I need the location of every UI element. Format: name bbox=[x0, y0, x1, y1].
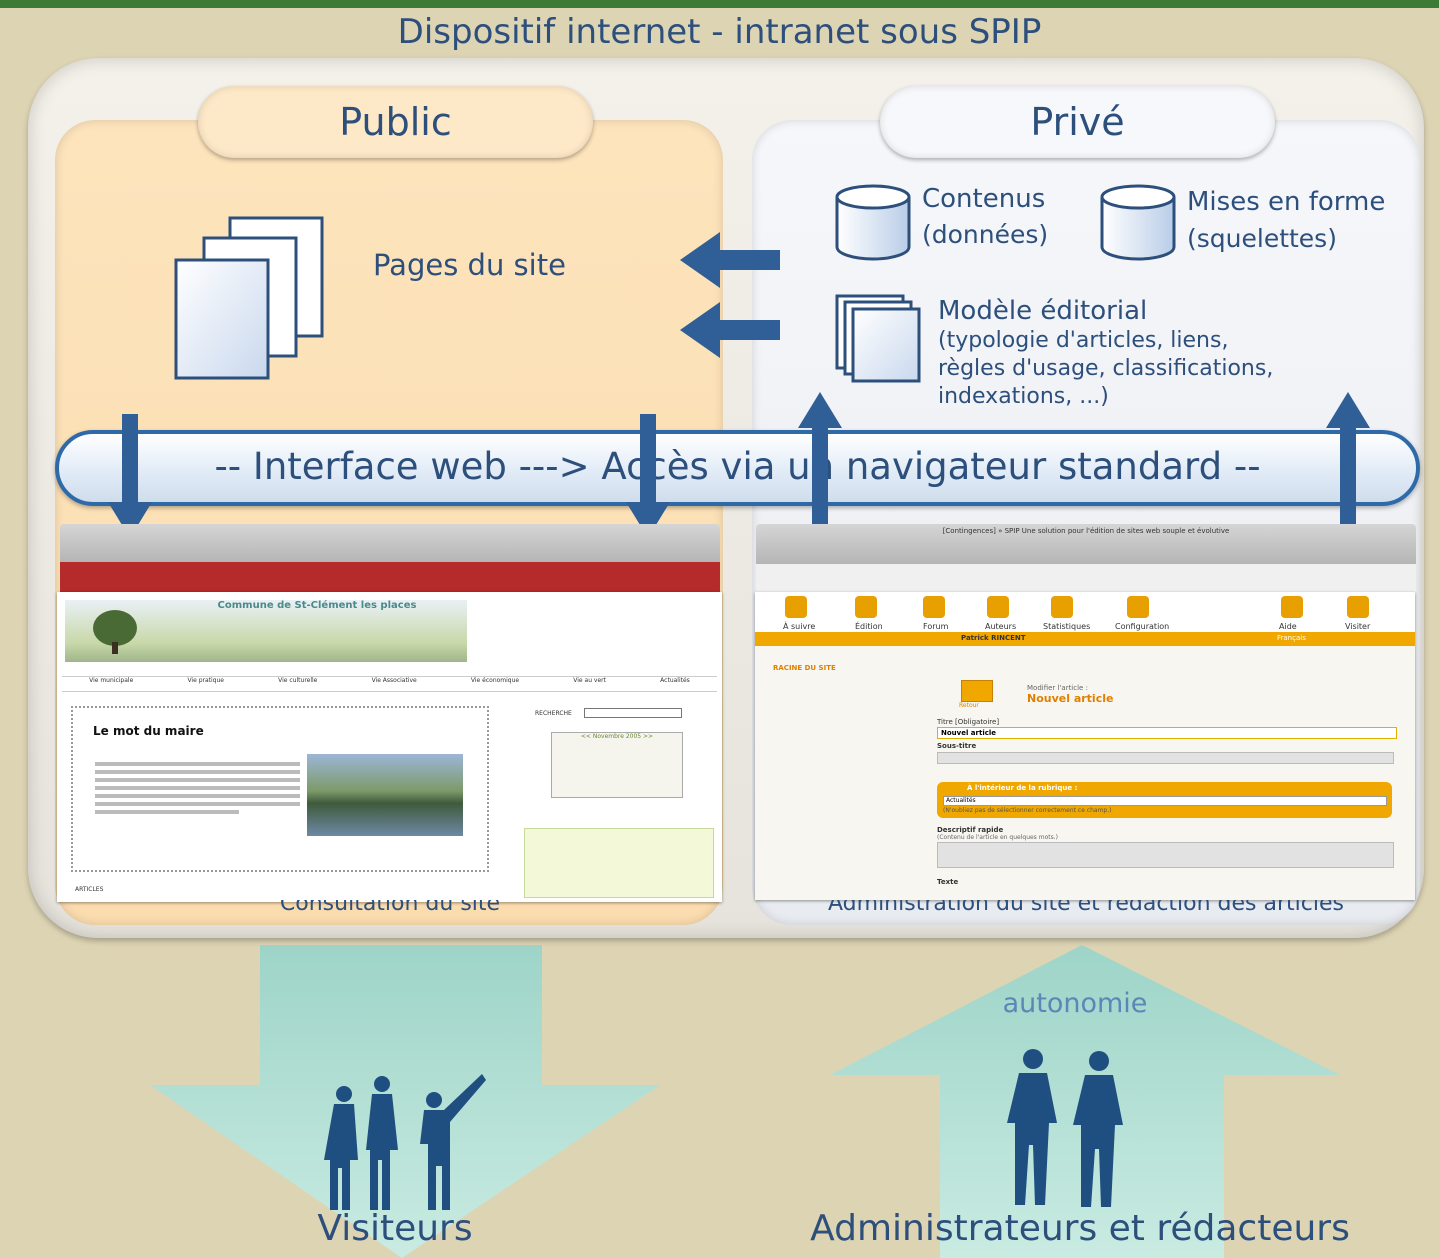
top-border bbox=[0, 0, 1439, 8]
nav-item[interactable]: Vie municipale bbox=[89, 677, 134, 684]
site-title: Commune de St-Clément les places bbox=[217, 600, 417, 611]
arrow-down-icon bbox=[108, 414, 152, 538]
toolbar-item[interactable]: Auteurs bbox=[985, 622, 1017, 631]
descriptif-hint: (Contenu de l'article en quelques mots.) bbox=[937, 834, 1058, 841]
arrow-up-icon bbox=[1326, 392, 1370, 526]
modele-label: Modèle éditorial bbox=[938, 296, 1148, 326]
rubrique-hint: (N'oubliez pas de sélectionner correctem… bbox=[943, 807, 1112, 814]
arrow-up-icon bbox=[798, 392, 842, 526]
documents-icon bbox=[835, 294, 921, 383]
mot-du-maire-heading: Le mot du maire bbox=[93, 724, 204, 738]
soustitre-input[interactable] bbox=[937, 752, 1394, 764]
soustitre-label: Sous-titre bbox=[937, 742, 977, 750]
autonomie-label: autonomie bbox=[1002, 988, 1148, 1019]
nav-item[interactable]: Vie culturelle bbox=[278, 677, 318, 684]
toolbar-item[interactable]: À suivre bbox=[783, 622, 816, 631]
admin-window-title: [Contingences] » SPIP Une solution pour … bbox=[942, 527, 1230, 535]
public-tab: Public bbox=[198, 86, 593, 158]
descriptif-input[interactable] bbox=[937, 842, 1394, 868]
rubrique-select[interactable]: Actualités bbox=[943, 796, 1387, 806]
lake-photo bbox=[307, 754, 463, 836]
stats-icon[interactable] bbox=[1051, 596, 1073, 618]
mises-label: Mises en forme bbox=[1187, 187, 1386, 217]
admin-browser-chrome: [Contingences] » SPIP Une solution pour … bbox=[756, 524, 1416, 596]
admin-toolbar: À suivre Édition Forum Auteurs Statistiq… bbox=[755, 592, 1415, 632]
nav-item[interactable]: Vie pratique bbox=[187, 677, 224, 684]
admins-silhouette-icon bbox=[1007, 1049, 1123, 1207]
public-site-screenshot: Commune de St-Clément les places Vie mun… bbox=[57, 592, 722, 902]
toolbar-item[interactable]: Configuration bbox=[1115, 622, 1170, 631]
prive-caption: Administration du site et rédaction des … bbox=[828, 900, 1344, 916]
arrow-down-icon bbox=[626, 414, 670, 538]
administrateurs-label: Administrateurs et rédacteurs bbox=[810, 1208, 1350, 1249]
admin-screenshot: À suivre Édition Forum Auteurs Statistiq… bbox=[755, 592, 1415, 900]
forum-icon[interactable] bbox=[923, 596, 945, 618]
diagram-title: Dispositif internet - intranet sous SPIP bbox=[397, 12, 1042, 52]
text-lines bbox=[95, 758, 300, 818]
big-arrow-down-icon bbox=[150, 945, 660, 1258]
visit-icon[interactable] bbox=[1347, 596, 1369, 618]
toolbar-item[interactable]: Forum bbox=[923, 622, 949, 631]
pages-label: Pages du site bbox=[373, 248, 566, 282]
texte-label: Texte bbox=[937, 878, 959, 886]
modele-line-2: règles d'usage, classifications, bbox=[938, 356, 1274, 381]
sidebar-box bbox=[524, 828, 714, 898]
arrow-left-icon bbox=[680, 302, 780, 358]
pages-icon bbox=[174, 216, 324, 380]
nav-item[interactable]: Vie économique bbox=[470, 677, 520, 684]
user-name: Patrick RINCENT bbox=[961, 634, 1026, 642]
search-input[interactable] bbox=[584, 708, 682, 718]
arrow-left-icon bbox=[680, 232, 780, 288]
visiteurs-label: Visiteurs bbox=[317, 1208, 473, 1249]
toolbar-item[interactable]: Édition bbox=[855, 622, 883, 631]
search-label: RECHERCHE bbox=[535, 710, 572, 717]
article-heading: Nouvel article bbox=[1027, 692, 1114, 705]
rubrique-box: À l'intérieur de la rubrique : Actualité… bbox=[937, 782, 1392, 818]
descriptif-label: Descriptif rapide bbox=[937, 826, 1004, 834]
back-icon[interactable] bbox=[961, 680, 993, 702]
mot-du-maire-box: Le mot du maire bbox=[71, 706, 489, 872]
admin-userbar: Patrick RINCENT Français bbox=[755, 632, 1415, 646]
toolbar-item[interactable]: Statistiques bbox=[1043, 622, 1091, 631]
tree-icon bbox=[93, 610, 137, 654]
mises-sub: (squelettes) bbox=[1187, 224, 1337, 253]
toolbar-item[interactable]: Visiter bbox=[1345, 622, 1371, 631]
public-browser-chrome bbox=[60, 524, 720, 594]
calendar-month[interactable]: << Novembre 2005 >> bbox=[580, 733, 654, 740]
contenus-sub: (données) bbox=[922, 220, 1049, 249]
modele-line-1: (typologie d'articles, liens, bbox=[938, 328, 1229, 353]
titre-input[interactable]: Nouvel article bbox=[937, 727, 1397, 739]
public-caption: Consultation du site bbox=[279, 900, 501, 916]
help-icon[interactable] bbox=[1281, 596, 1303, 618]
a-suivre-icon[interactable] bbox=[785, 596, 807, 618]
site-banner bbox=[65, 600, 467, 662]
site-nav: Vie municipale Vie pratique Vie culturel… bbox=[62, 676, 717, 692]
interface-bar-text: -- Interface web ---> Accès via un navig… bbox=[214, 445, 1261, 488]
visitors-silhouette-icon bbox=[324, 1074, 486, 1210]
calendar: << Novembre 2005 >> bbox=[551, 732, 683, 798]
edit-prefix: Modifier l'article : bbox=[1027, 684, 1088, 692]
language-select[interactable]: Français bbox=[1277, 634, 1306, 642]
modele-line-3: indexations, ...) bbox=[938, 384, 1109, 409]
nav-item[interactable]: Actualités bbox=[660, 677, 690, 684]
edit-icon[interactable] bbox=[855, 596, 877, 618]
root-link[interactable]: RACINE DU SITE bbox=[773, 664, 836, 672]
contenus-label: Contenus bbox=[922, 184, 1046, 214]
database-icon bbox=[1100, 184, 1176, 261]
interface-bar bbox=[55, 430, 1420, 506]
titre-label: Titre [Obligatoire] bbox=[937, 718, 1000, 726]
config-icon[interactable] bbox=[1127, 596, 1149, 618]
nav-item[interactable]: Vie au vert bbox=[573, 677, 606, 684]
articles-label: ARTICLES bbox=[75, 886, 104, 893]
rubrique-label: À l'intérieur de la rubrique : bbox=[967, 784, 1078, 792]
nav-item[interactable]: Vie Associative bbox=[371, 677, 417, 684]
authors-icon[interactable] bbox=[987, 596, 1009, 618]
prive-tab: Privé bbox=[880, 86, 1275, 158]
toolbar-item[interactable]: Aide bbox=[1279, 622, 1297, 631]
database-icon bbox=[835, 184, 911, 261]
back-label[interactable]: Retour bbox=[959, 702, 979, 709]
